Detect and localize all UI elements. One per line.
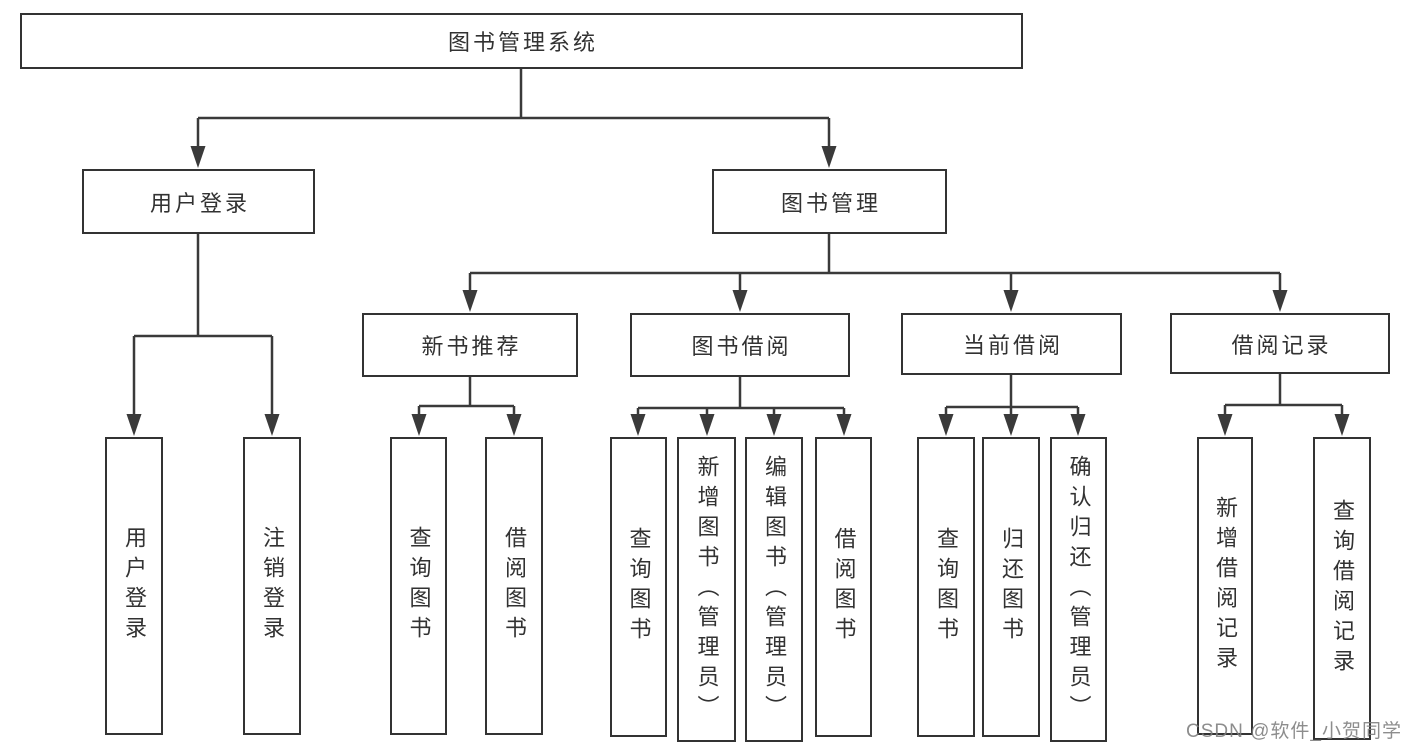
leaf-current-query-book: 查询图书 xyxy=(917,437,975,737)
leaf-records-add-record-label: 新增借阅记录 xyxy=(1213,496,1238,676)
node-book-management-label: 图书管理 xyxy=(780,190,881,216)
node-new-book-recommendation: 新书推荐 xyxy=(362,313,578,377)
leaf-borrowing-add-book-admin-label: 新增图书（管理员） xyxy=(694,454,720,725)
connector-recommend-to-leaves xyxy=(417,377,516,421)
node-new-book-recommendation-label: 新书推荐 xyxy=(421,334,522,359)
leaf-borrowing-query-book-label: 查询图书 xyxy=(626,527,652,647)
arrowheads xyxy=(126,146,1350,436)
leaf-recommend-borrow-book: 借阅图书 xyxy=(485,437,543,735)
node-system-root: 图书管理系统 xyxy=(20,13,1023,69)
node-book-management: 图书管理 xyxy=(712,169,947,234)
leaf-current-query-book-label: 查询图书 xyxy=(934,527,959,647)
node-borrowing-records: 借阅记录 xyxy=(1170,313,1390,374)
connector-bookmgmt-to-level3 xyxy=(468,234,1282,297)
leaf-recommend-query-book-label: 查询图书 xyxy=(406,526,432,646)
leaf-borrowing-edit-book-admin-label: 编辑图书（管理员） xyxy=(762,454,787,725)
leaf-current-return-book: 归还图书 xyxy=(982,437,1040,737)
connector-root-to-level2 xyxy=(196,69,831,152)
node-book-borrowing-label: 图书借阅 xyxy=(691,334,792,359)
node-system-root-label: 图书管理系统 xyxy=(447,30,598,55)
leaf-user-login-label: 用户登录 xyxy=(122,526,147,646)
connector-borrowing-to-leaves xyxy=(636,377,846,421)
node-borrowing-records-label: 借阅记录 xyxy=(1231,332,1332,358)
csdn-watermark: CSDN @软件_小贺同学 xyxy=(1186,721,1402,742)
node-user-login-label: 用户登录 xyxy=(149,190,250,216)
leaf-user-logout-label: 注销登录 xyxy=(260,526,285,646)
leaf-recommend-borrow-book-label: 借阅图书 xyxy=(502,526,527,646)
leaf-borrowing-borrow-book: 借阅图书 xyxy=(815,437,872,737)
node-current-borrowing: 当前借阅 xyxy=(901,313,1122,375)
leaf-records-query-record: 查询借阅记录 xyxy=(1313,437,1371,740)
node-book-borrowing: 图书借阅 xyxy=(630,313,850,377)
leaf-borrowing-edit-book-admin: 编辑图书（管理员） xyxy=(745,437,803,742)
leaf-borrowing-add-book-admin: 新增图书（管理员） xyxy=(677,437,736,742)
leaf-borrowing-query-book: 查询图书 xyxy=(610,437,667,737)
connector-current-to-leaves xyxy=(944,374,1080,421)
leaf-borrowing-borrow-book-label: 借阅图书 xyxy=(831,527,857,647)
node-current-borrowing-label: 当前借阅 xyxy=(962,333,1063,358)
leaf-user-logout: 注销登录 xyxy=(243,437,301,735)
leaf-recommend-query-book: 查询图书 xyxy=(390,437,447,735)
leaf-current-confirm-return-admin-label: 确认归还（管理员） xyxy=(1066,454,1092,725)
leaf-records-add-record: 新增借阅记录 xyxy=(1197,437,1253,735)
leaf-current-confirm-return-admin: 确认归还（管理员） xyxy=(1050,437,1107,742)
node-user-login: 用户登录 xyxy=(82,169,315,234)
leaf-current-return-book-label: 归还图书 xyxy=(999,527,1024,647)
connector-records-to-leaves xyxy=(1223,373,1344,421)
leaf-user-login: 用户登录 xyxy=(105,437,163,735)
leaf-records-query-record-label: 查询借阅记录 xyxy=(1330,498,1355,679)
connector-userlogin-to-leaves xyxy=(132,234,274,420)
